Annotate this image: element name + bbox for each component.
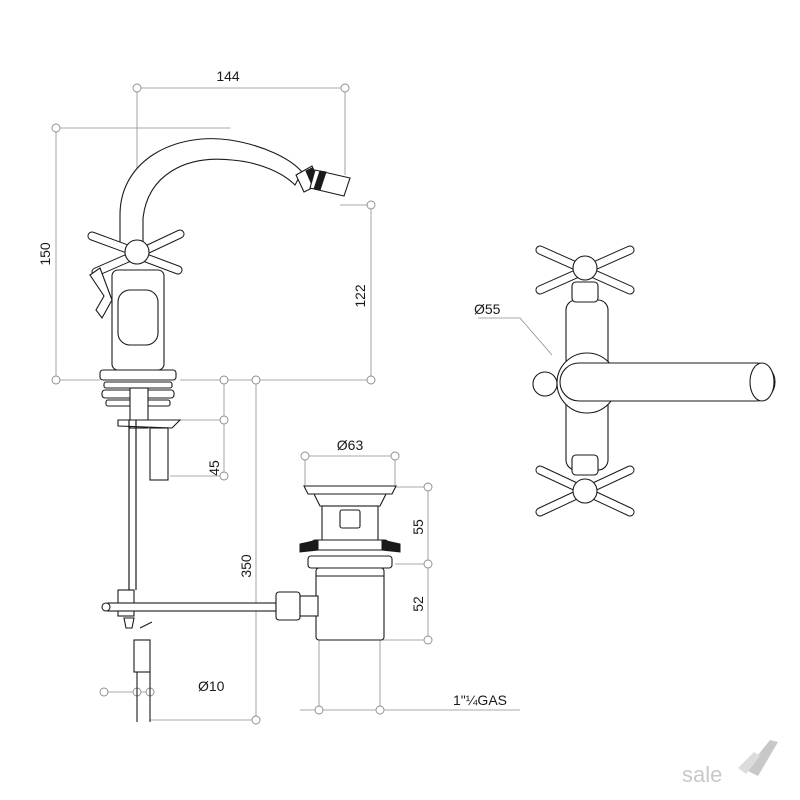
logo-text: sale [682, 762, 722, 787]
dim-waste-lower: 52 [410, 596, 426, 612]
dim-spout-height: 122 [352, 284, 368, 308]
dim-handle-diameter: Ø55 [474, 301, 501, 317]
waste-assembly [275, 485, 401, 641]
dim-thread: 1"¼GAS [453, 692, 507, 708]
cross-handle-top [535, 245, 635, 303]
logo-mark-icon [746, 740, 778, 776]
dim-height-total: 150 [37, 242, 53, 266]
dim-width-top: 144 [216, 68, 240, 84]
dim-supply-length: 350 [238, 554, 254, 578]
dimension-points [51, 83, 433, 725]
dim-pipe-diameter: Ø10 [198, 678, 225, 694]
dim-waste-upper: 55 [410, 519, 426, 535]
cross-handle-side [87, 229, 185, 277]
cross-handle-bottom [535, 454, 635, 517]
dim-shank-length: 45 [206, 460, 222, 476]
dim-waste-diameter: Ø63 [337, 437, 364, 453]
faucet-front-view [532, 245, 776, 517]
brand-logo: sale [682, 740, 778, 787]
faucet-side-view [87, 138, 351, 722]
